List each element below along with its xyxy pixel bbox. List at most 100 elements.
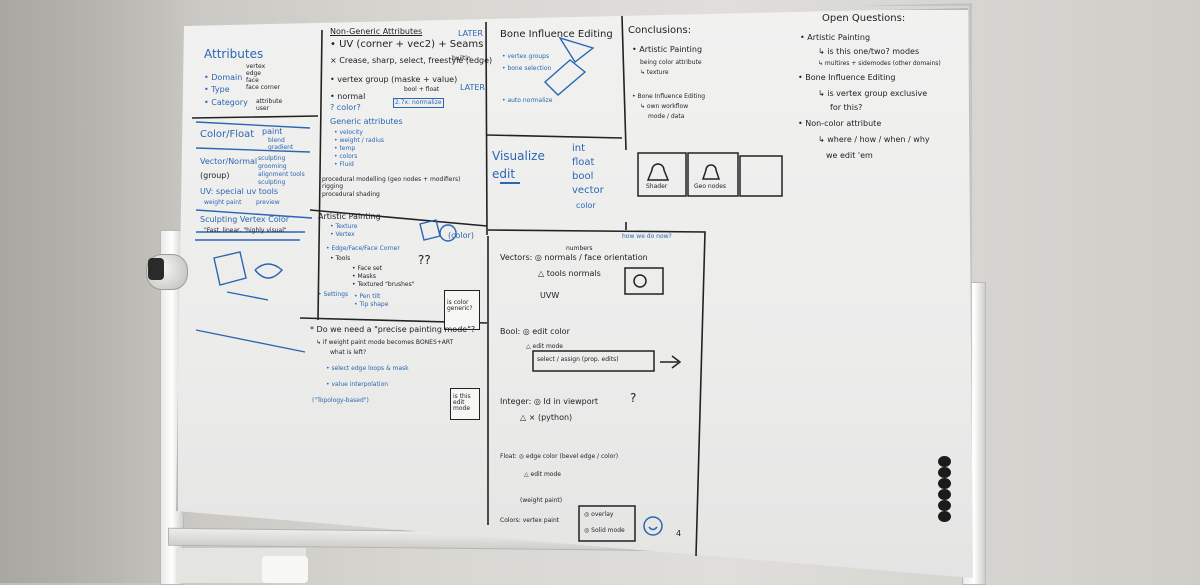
conclusion-line: mode / data (648, 113, 685, 120)
how-now-line: (weight paint) (520, 497, 563, 504)
precise-line: • select edge loops & mask (326, 365, 409, 372)
bone-item: • auto normalize (502, 97, 553, 104)
artistic-color: (color) (448, 231, 474, 240)
nongeneric-line: ? color? (330, 103, 361, 112)
artistic-line: • Face set (352, 265, 383, 272)
conclusion-line: ↳ own workflow (640, 103, 689, 110)
attr-sub: weight paint (204, 199, 242, 206)
conclusion-line: • Bone Influence Editing (632, 93, 706, 100)
attr-line-category: • Category (204, 98, 248, 107)
artistic-line: • Masks (352, 273, 377, 280)
nongeneric-line: • weight / radius (334, 137, 385, 144)
nongeneric-line: rigging (322, 183, 344, 190)
nongeneric-line: • normal (330, 92, 366, 101)
sketch-box-empty (739, 155, 783, 197)
attr-line-type: • Type (204, 85, 230, 94)
nongeneric-title: Non-Generic Attributes (330, 27, 423, 36)
how-now-line: UVW (540, 291, 560, 300)
type-vector: vector (572, 185, 604, 196)
nongeneric-line: Generic attributes (330, 117, 403, 126)
conclusion-line: being color attribute (640, 59, 702, 66)
whiteboard (176, 8, 973, 578)
question-line: ↳ multires + sidemodes (other domains) (818, 60, 941, 67)
label-geonodes: Geo nodes (694, 183, 727, 190)
nongeneric-line: • UV (corner + vec2) + Seams (330, 39, 484, 50)
attr-sub: blend (268, 137, 285, 144)
nongeneric-line: • vertex group (maske + value) (330, 75, 458, 84)
attr-sub: face corner (246, 84, 280, 91)
nongeneric-line: procedural modelling (geo nodes + modifi… (322, 176, 461, 183)
precise-line: ↳ if weight paint mode becomes BONES+ART (316, 339, 454, 346)
attr-sub: alignment tools (258, 171, 305, 178)
open-questions-title: Open Questions: (822, 13, 906, 24)
attr-line-sculpt: Sculpting Vertex Color (200, 215, 290, 224)
conclusions-title: Conclusions: (628, 25, 692, 36)
attr-sub: user (256, 105, 270, 112)
visualize-label: Visualize (492, 149, 545, 163)
artistic-title: Artistic Painting (318, 212, 381, 221)
question-line: • Non-color attribute (798, 119, 882, 128)
sketch-box-shader (637, 152, 687, 197)
type-float: float (572, 157, 595, 168)
how-now-line: Integer: ◎ Id in viewport (500, 397, 599, 406)
how-now-line: Float: ◎ edge color (bevel edge / color) (500, 453, 619, 460)
magnet (938, 456, 951, 467)
magnet (938, 500, 951, 511)
edit-label: edit (492, 167, 516, 181)
how-now-line: △ tools normals (538, 269, 601, 278)
artistic-line: • Texture (330, 223, 358, 230)
artistic-line: • Pen tilt (354, 293, 381, 300)
tissue (262, 556, 308, 583)
nongeneric-line: • velocity (334, 129, 363, 136)
divider-h-bone (486, 134, 623, 139)
attr-line-colorfloat: Color/Float (200, 129, 255, 140)
attr-line-vector: Vector/Normal (200, 157, 258, 166)
attr-line-domain: • Domain (204, 73, 243, 82)
question-line: for this? (830, 103, 863, 112)
how-now-line: select / assign (prop. edits) (537, 356, 619, 363)
attr-sub: grooming (258, 163, 287, 170)
attr-sub: gradient (268, 144, 294, 151)
how-now-line: △ × (python) (520, 413, 573, 422)
clamp-knob (148, 258, 164, 280)
attr-sub: preview (256, 199, 280, 206)
how-now-line: Colors: vertex paint (500, 517, 560, 524)
artistic-question: ?? (418, 253, 431, 267)
question-line: • Artistic Painting (800, 33, 871, 42)
divider-v2 (485, 21, 488, 236)
attr-line-group: (group) (200, 171, 230, 180)
how-now-mark: ? (630, 391, 637, 405)
precise-line: * Do we need a "precise painting mode"? (310, 325, 476, 334)
artistic-line: • Edge/Face/Face Corner (326, 245, 400, 252)
conclusion-line: • Artistic Painting (632, 45, 703, 54)
squiggle-number: 4 (676, 529, 682, 538)
artistic-line: • Tip shape (354, 301, 389, 308)
artistic-line: • Vertex (330, 231, 355, 238)
how-now-tag: how we do now? (622, 233, 672, 240)
precise-line: ("Topology-based") (312, 397, 369, 404)
divider-how-now (487, 229, 706, 557)
divider-h-attr (191, 115, 319, 119)
question-line: we edit 'em (826, 151, 873, 160)
tag-normalize: 2.7x: normalize (393, 98, 444, 108)
nongeneric-line: bool + float (404, 86, 440, 93)
question-line: • Bone Influence Editing (798, 73, 896, 82)
bone-title: Bone Influence Editing (500, 29, 613, 40)
attr-line-fast: "Fast, linear, "highly visual" (204, 227, 287, 234)
how-now-line: Bool: ◎ edit color (500, 327, 570, 336)
question-line: ↳ where / how / when / why (818, 135, 930, 144)
attr-sub: sculpting (258, 179, 286, 186)
attr-sub: face (246, 77, 259, 84)
magnet (938, 489, 951, 500)
divider-v3 (621, 15, 627, 151)
artistic-line: • Textured "brushes" (352, 281, 415, 288)
bone-item: • bone selection (502, 65, 552, 72)
how-now-line: ◎ overlay (584, 511, 614, 518)
attr-sub: attribute (256, 98, 283, 105)
tag-builtin: builtin (452, 55, 471, 62)
note-color-generic: is color generic? (447, 299, 473, 312)
how-now-subtag: numbers (566, 245, 593, 252)
attr-line-uv: UV: special uv tools (200, 187, 279, 196)
label-shader: Shader (646, 183, 668, 190)
divider-h-artistic (309, 209, 488, 227)
